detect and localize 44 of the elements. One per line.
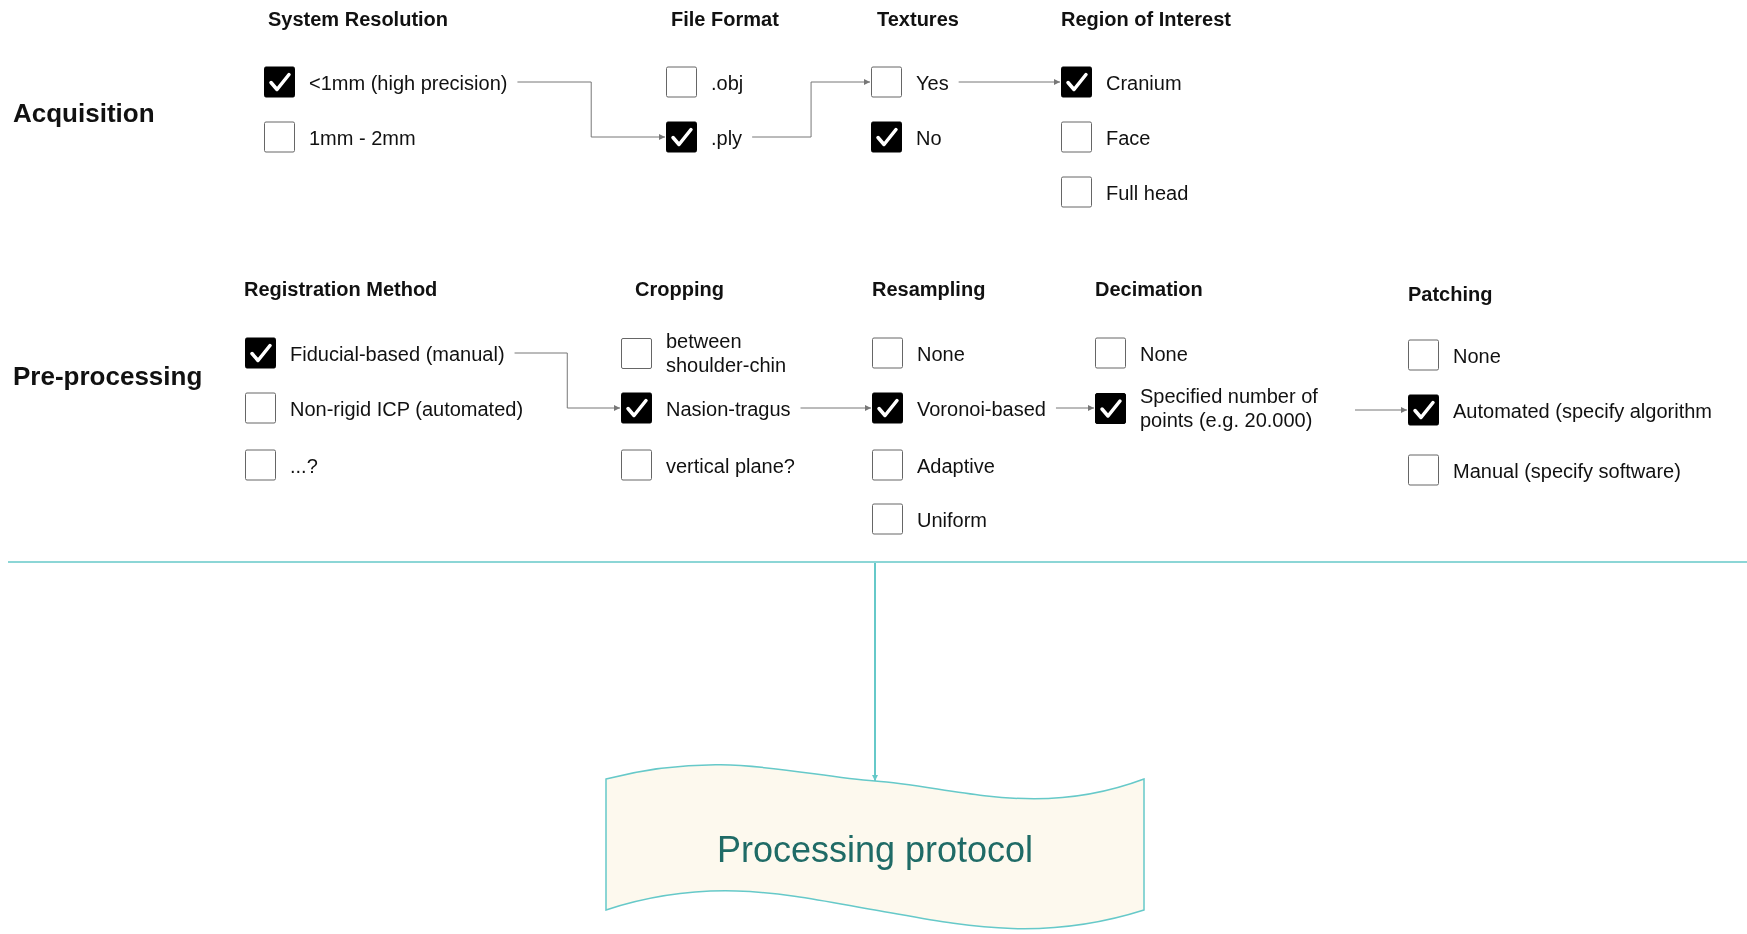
option-label: vertical plane?: [666, 453, 795, 477]
option-label: Cranium: [1106, 70, 1182, 94]
row-heading: Acquisition: [13, 98, 155, 129]
option-label: 1mm - 2mm: [309, 125, 416, 149]
column-heading: Region of Interest: [1061, 8, 1231, 31]
option-label: No: [916, 125, 942, 149]
column-heading: Resampling: [872, 278, 986, 301]
column-heading: Decimation: [1095, 278, 1203, 301]
arrow: [958, 79, 1061, 85]
arrow: [800, 405, 872, 411]
option-label: None: [1140, 341, 1188, 365]
option-label: None: [1453, 343, 1501, 367]
arrow: [1055, 405, 1095, 411]
column-heading: Textures: [877, 8, 959, 31]
option-label: Fiducial-based (manual): [290, 341, 505, 365]
document-title: Processing protocol: [715, 828, 1035, 871]
option-label: Voronoi-based: [917, 396, 1046, 420]
column-heading: Cropping: [635, 278, 724, 301]
option-label: Specified number of points (e.g. 20.000): [1140, 384, 1319, 432]
column-heading: System Resolution: [268, 8, 449, 31]
option-label: between shoulder-chin: [666, 329, 788, 377]
option-label: Non-rigid ICP (automated): [290, 396, 524, 420]
option-label: Manual (specify software): [1453, 458, 1681, 482]
row-heading: Pre-processing: [13, 361, 203, 392]
arrow: [514, 352, 621, 411]
option-label: Yes: [916, 70, 949, 94]
option-label: .obj: [711, 70, 744, 94]
arrow: [751, 79, 871, 138]
column-heading: Registration Method: [244, 278, 438, 301]
arrow: [872, 562, 878, 782]
column-heading: Patching: [1408, 283, 1493, 306]
option-label: .ply: [711, 125, 743, 149]
arrow: [516, 81, 666, 140]
option-label: Nasion-tragus: [666, 396, 791, 420]
option-label: None: [917, 341, 965, 365]
option-label: Full head: [1106, 180, 1189, 204]
arrow: [1354, 407, 1408, 413]
option-label: Adaptive: [917, 453, 995, 477]
option-label: Automated (specify algorithm: [1453, 398, 1712, 422]
option-label: Uniform: [917, 507, 987, 531]
option-label: Face: [1106, 125, 1151, 149]
column-heading: File Format: [671, 8, 779, 31]
option-label: ...?: [290, 453, 318, 477]
option-label: <1mm (high precision): [309, 70, 508, 94]
